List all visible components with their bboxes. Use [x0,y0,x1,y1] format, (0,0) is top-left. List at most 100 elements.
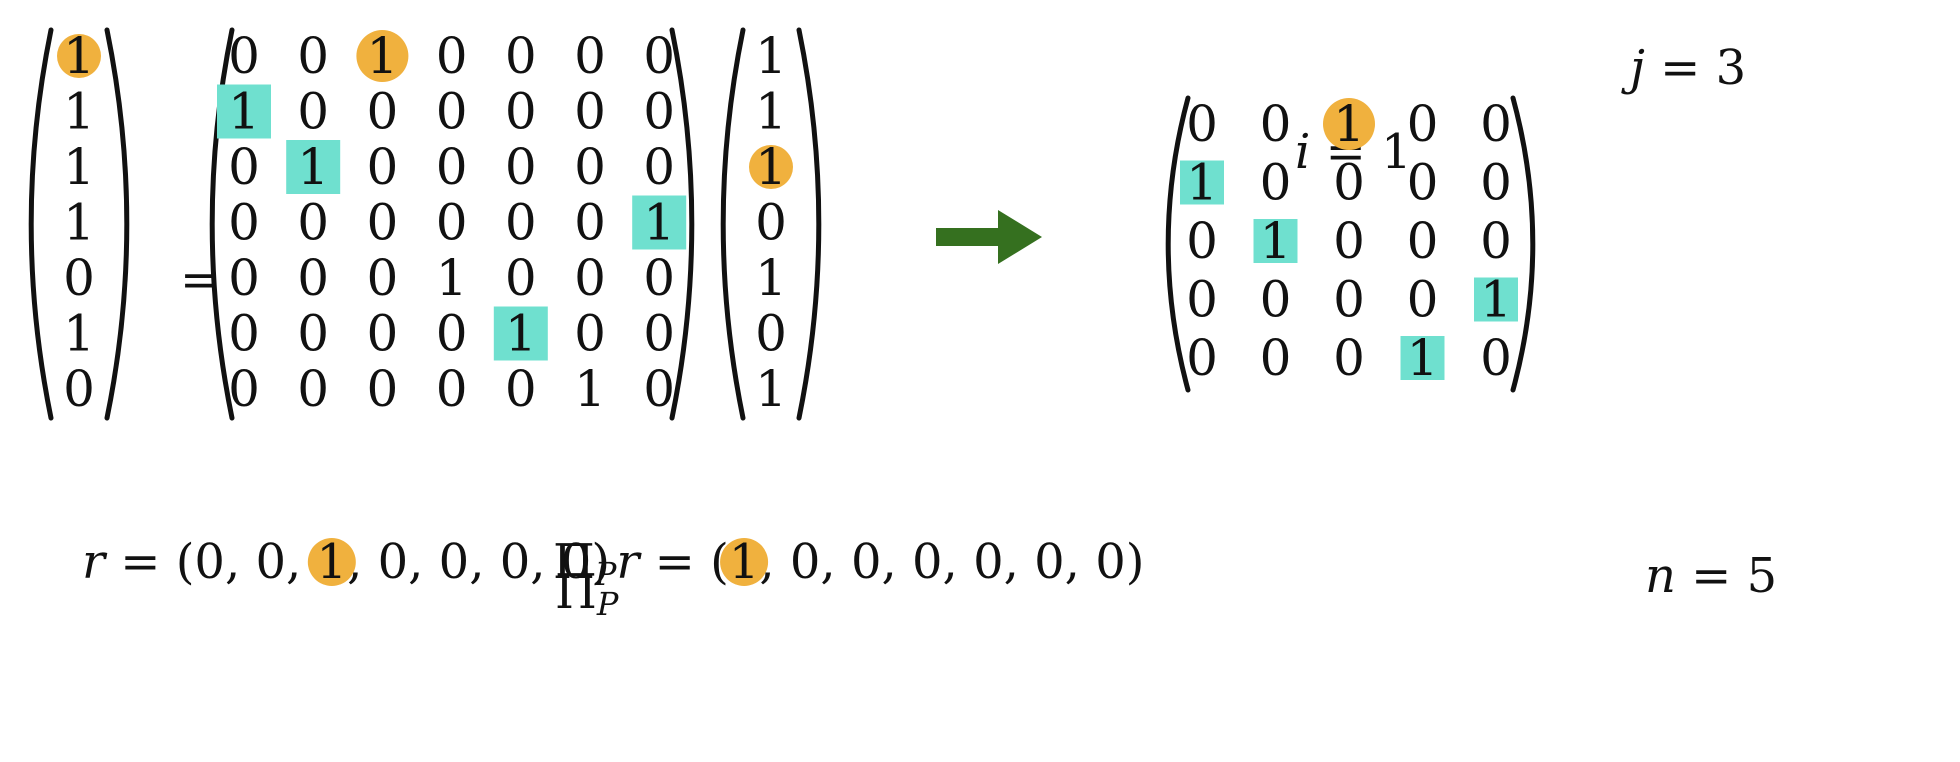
permutation-matrix-cell: 0 [436,83,468,141]
small-matrix-cell: 0 [1333,271,1365,329]
permutation-matrix-cell: 0 [228,360,260,418]
permutation-matrix-cell: 0 [297,305,329,363]
left-vector-entry: 1 [63,27,95,85]
pi-r-equation-value: 1 [729,534,760,590]
permutation-matrix-cell: 0 [297,194,329,252]
label-n: n = 5 [1645,548,1777,604]
small-matrix-cell: 0 [1407,212,1439,270]
pi-r-equation-value: 0 [1095,534,1126,590]
r-equation-value: 0 [439,534,470,590]
permutation-matrix-cell: 0 [505,249,537,307]
small-matrix-cell: 0 [1186,329,1218,387]
permutation-matrix-cell: 0 [574,194,606,252]
r-equation-circle-highlight [307,538,356,586]
permutation-matrix-square-highlight [493,306,548,361]
permutation-matrix-cell: 0 [228,194,260,252]
left-vector-entry: 1 [63,83,95,141]
permutation-matrix-cell: 1 [366,27,398,85]
right-vector-right-paren [796,27,822,421]
small-matrix-cell: 0 [1260,271,1292,329]
right-vector-entry: 1 [755,249,787,307]
r-equation-value: 0 [500,534,531,590]
right-vector-entry: 1 [755,83,787,141]
r-equation-value: 0 [194,534,225,590]
pi-r-equation: ΠPr = (1, 0, 0, 0, 0, 0, 0) [553,534,1144,593]
permutation-matrix-cell: 0 [436,305,468,363]
pi-r-equation-value: 0 [912,534,943,590]
permutation-matrix-cell: 0 [366,305,398,363]
permutation-matrix-cell: 0 [366,194,398,252]
r-equation: r = (0, 0, 1, 0, 0, 0, 0) [82,534,610,590]
small-matrix-cell: 0 [1260,154,1292,212]
matrix-label-subscript: P [596,585,619,623]
permutation-matrix-cell: 0 [643,83,675,141]
permutation-matrix-cell: 1 [436,249,468,307]
permutation-matrix-cell: 0 [505,138,537,196]
permutation-matrix-cell: 0 [574,249,606,307]
permutation-matrix-cell: 0 [228,249,260,307]
permutation-matrix-cell: 0 [643,138,675,196]
r-equation-value: 1 [317,534,348,590]
matrix-label-symbol: Π [555,564,597,620]
permutation-matrix-cell: 0 [228,27,260,85]
left-vector-entry: 1 [63,194,95,252]
small-matrix-cell: 0 [1186,271,1218,329]
permutation-matrix-cell: 0 [436,138,468,196]
r-equation-value: 0 [561,534,592,590]
small-matrix-cell: 1 [1480,271,1512,329]
permutation-matrix-cell: 1 [574,360,606,418]
permutation-matrix-cell: 1 [505,305,537,363]
permutation-matrix-cell: 0 [505,360,537,418]
small-matrix-right-paren [1510,95,1536,393]
right-vector-entry: 1 [755,27,787,85]
permutation-matrix-cell: 0 [366,138,398,196]
permutation-matrix-cell: 0 [643,360,675,418]
small-matrix-cell: 0 [1186,95,1218,153]
small-matrix-cell: 0 [1186,212,1218,270]
small-matrix-cell: 1 [1186,154,1218,212]
small-matrix-square-highlight [1400,336,1445,380]
left-vector-right-paren [104,27,130,421]
small-matrix-cell: 0 [1480,212,1512,270]
pi-r-equation-circle-highlight [720,538,769,586]
permutation-matrix-cell: 0 [643,249,675,307]
permutation-matrix-cell: 0 [574,27,606,85]
permutation-matrix-cell: 0 [366,360,398,418]
permutation-matrix-cell: 0 [366,249,398,307]
permutation-matrix-cell: 1 [643,194,675,252]
permutation-matrix-cell: 0 [574,305,606,363]
permutation-matrix-cell: 0 [574,138,606,196]
permutation-matrix-square-highlight [286,140,341,194]
matrix-label: ΠP [555,564,619,623]
pi-r-equation-value: 0 [973,534,1004,590]
small-matrix-cell: 1 [1333,95,1365,153]
permutation-matrix-cell: 0 [297,27,329,85]
label-j: j = 3 [1621,40,1746,96]
permutation-matrix-circle-highlight [356,30,409,82]
permutation-matrix-cell: 1 [228,83,260,141]
left-vector-entry: 0 [63,249,95,307]
pi-r-equation-text: ΠPr = (1, 0, 0, 0, 0, 0, 0) [553,534,1144,593]
small-matrix-cell: 0 [1260,95,1292,153]
pi-r-equation-value: 0 [1034,534,1065,590]
small-matrix-cell: 0 [1480,95,1512,153]
left-vector-entry: 1 [63,305,95,363]
permutation-matrix-square-highlight [217,84,271,139]
permutation-matrix-cell: 0 [297,249,329,307]
small-matrix-cell: 0 [1333,154,1365,212]
permutation-matrix-cell: 0 [297,83,329,141]
small-matrix-cell: 0 [1480,329,1512,387]
permutation-matrix-cell: 0 [228,305,260,363]
left-vector-entry: 1 [63,138,95,196]
small-matrix-square-highlight [1253,219,1298,263]
permutation-matrix-left-paren [209,27,235,421]
permutation-matrix-cell: 0 [436,194,468,252]
small-matrix-cell: 0 [1407,271,1439,329]
small-matrix-cell: 1 [1260,212,1292,270]
right-vector-entry: 1 [755,138,787,196]
right-vector-entry: 1 [755,360,787,418]
